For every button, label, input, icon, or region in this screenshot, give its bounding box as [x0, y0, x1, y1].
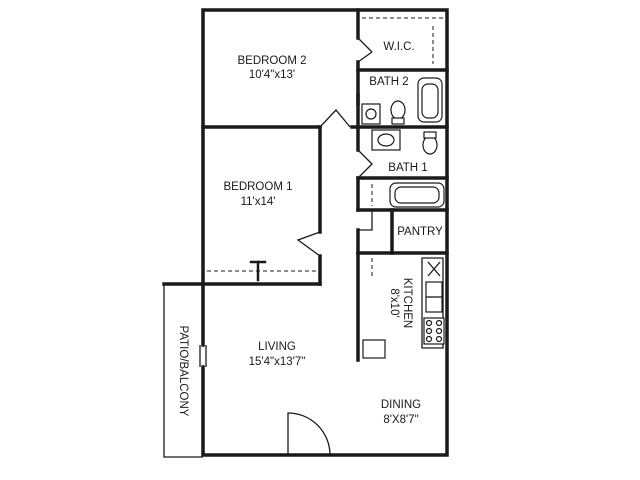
closet-shelves: [207, 17, 443, 282]
toilet-1-icon: [422, 135, 438, 155]
refrigerator-icon: [362, 339, 386, 359]
living-size: 15'4"x13'7": [249, 356, 306, 368]
bedroom1-size: 11'x14': [241, 196, 276, 208]
interior-walls: [201, 8, 449, 362]
dining-size: 8'X8'7": [383, 414, 418, 426]
wic-name: W.I.C.: [383, 41, 414, 53]
dining-name: DINING: [381, 399, 421, 411]
bedroom2-size: 10'4"x13': [249, 69, 295, 81]
bedroom2-name: BEDROOM 2: [237, 55, 306, 67]
bath2-name: BATH 2: [369, 76, 408, 88]
living-name: LIVING: [258, 341, 296, 353]
kitchen-counter: [421, 257, 444, 349]
bedroom1-name: BEDROOM 1: [223, 181, 292, 193]
kitchen-name: KITCHEN: [401, 278, 413, 328]
toilet-2-icon: [390, 100, 406, 120]
patio-sliding-door: [199, 345, 207, 367]
room-labels: BEDROOM 2 10'4"x13' W.I.C. BATH 2 BATH 1…: [177, 41, 443, 426]
pantry-name: PANTRY: [397, 226, 443, 238]
patio-name: PATIO/BALCONY: [177, 326, 189, 417]
exterior-walls: [162, 8, 449, 457]
fixtures: [361, 77, 445, 359]
doors: [287, 37, 373, 456]
bath1-name: BATH 1: [388, 162, 427, 174]
kitchen-size: 8'x10': [388, 288, 400, 317]
dishwasher-icon: [427, 261, 441, 277]
